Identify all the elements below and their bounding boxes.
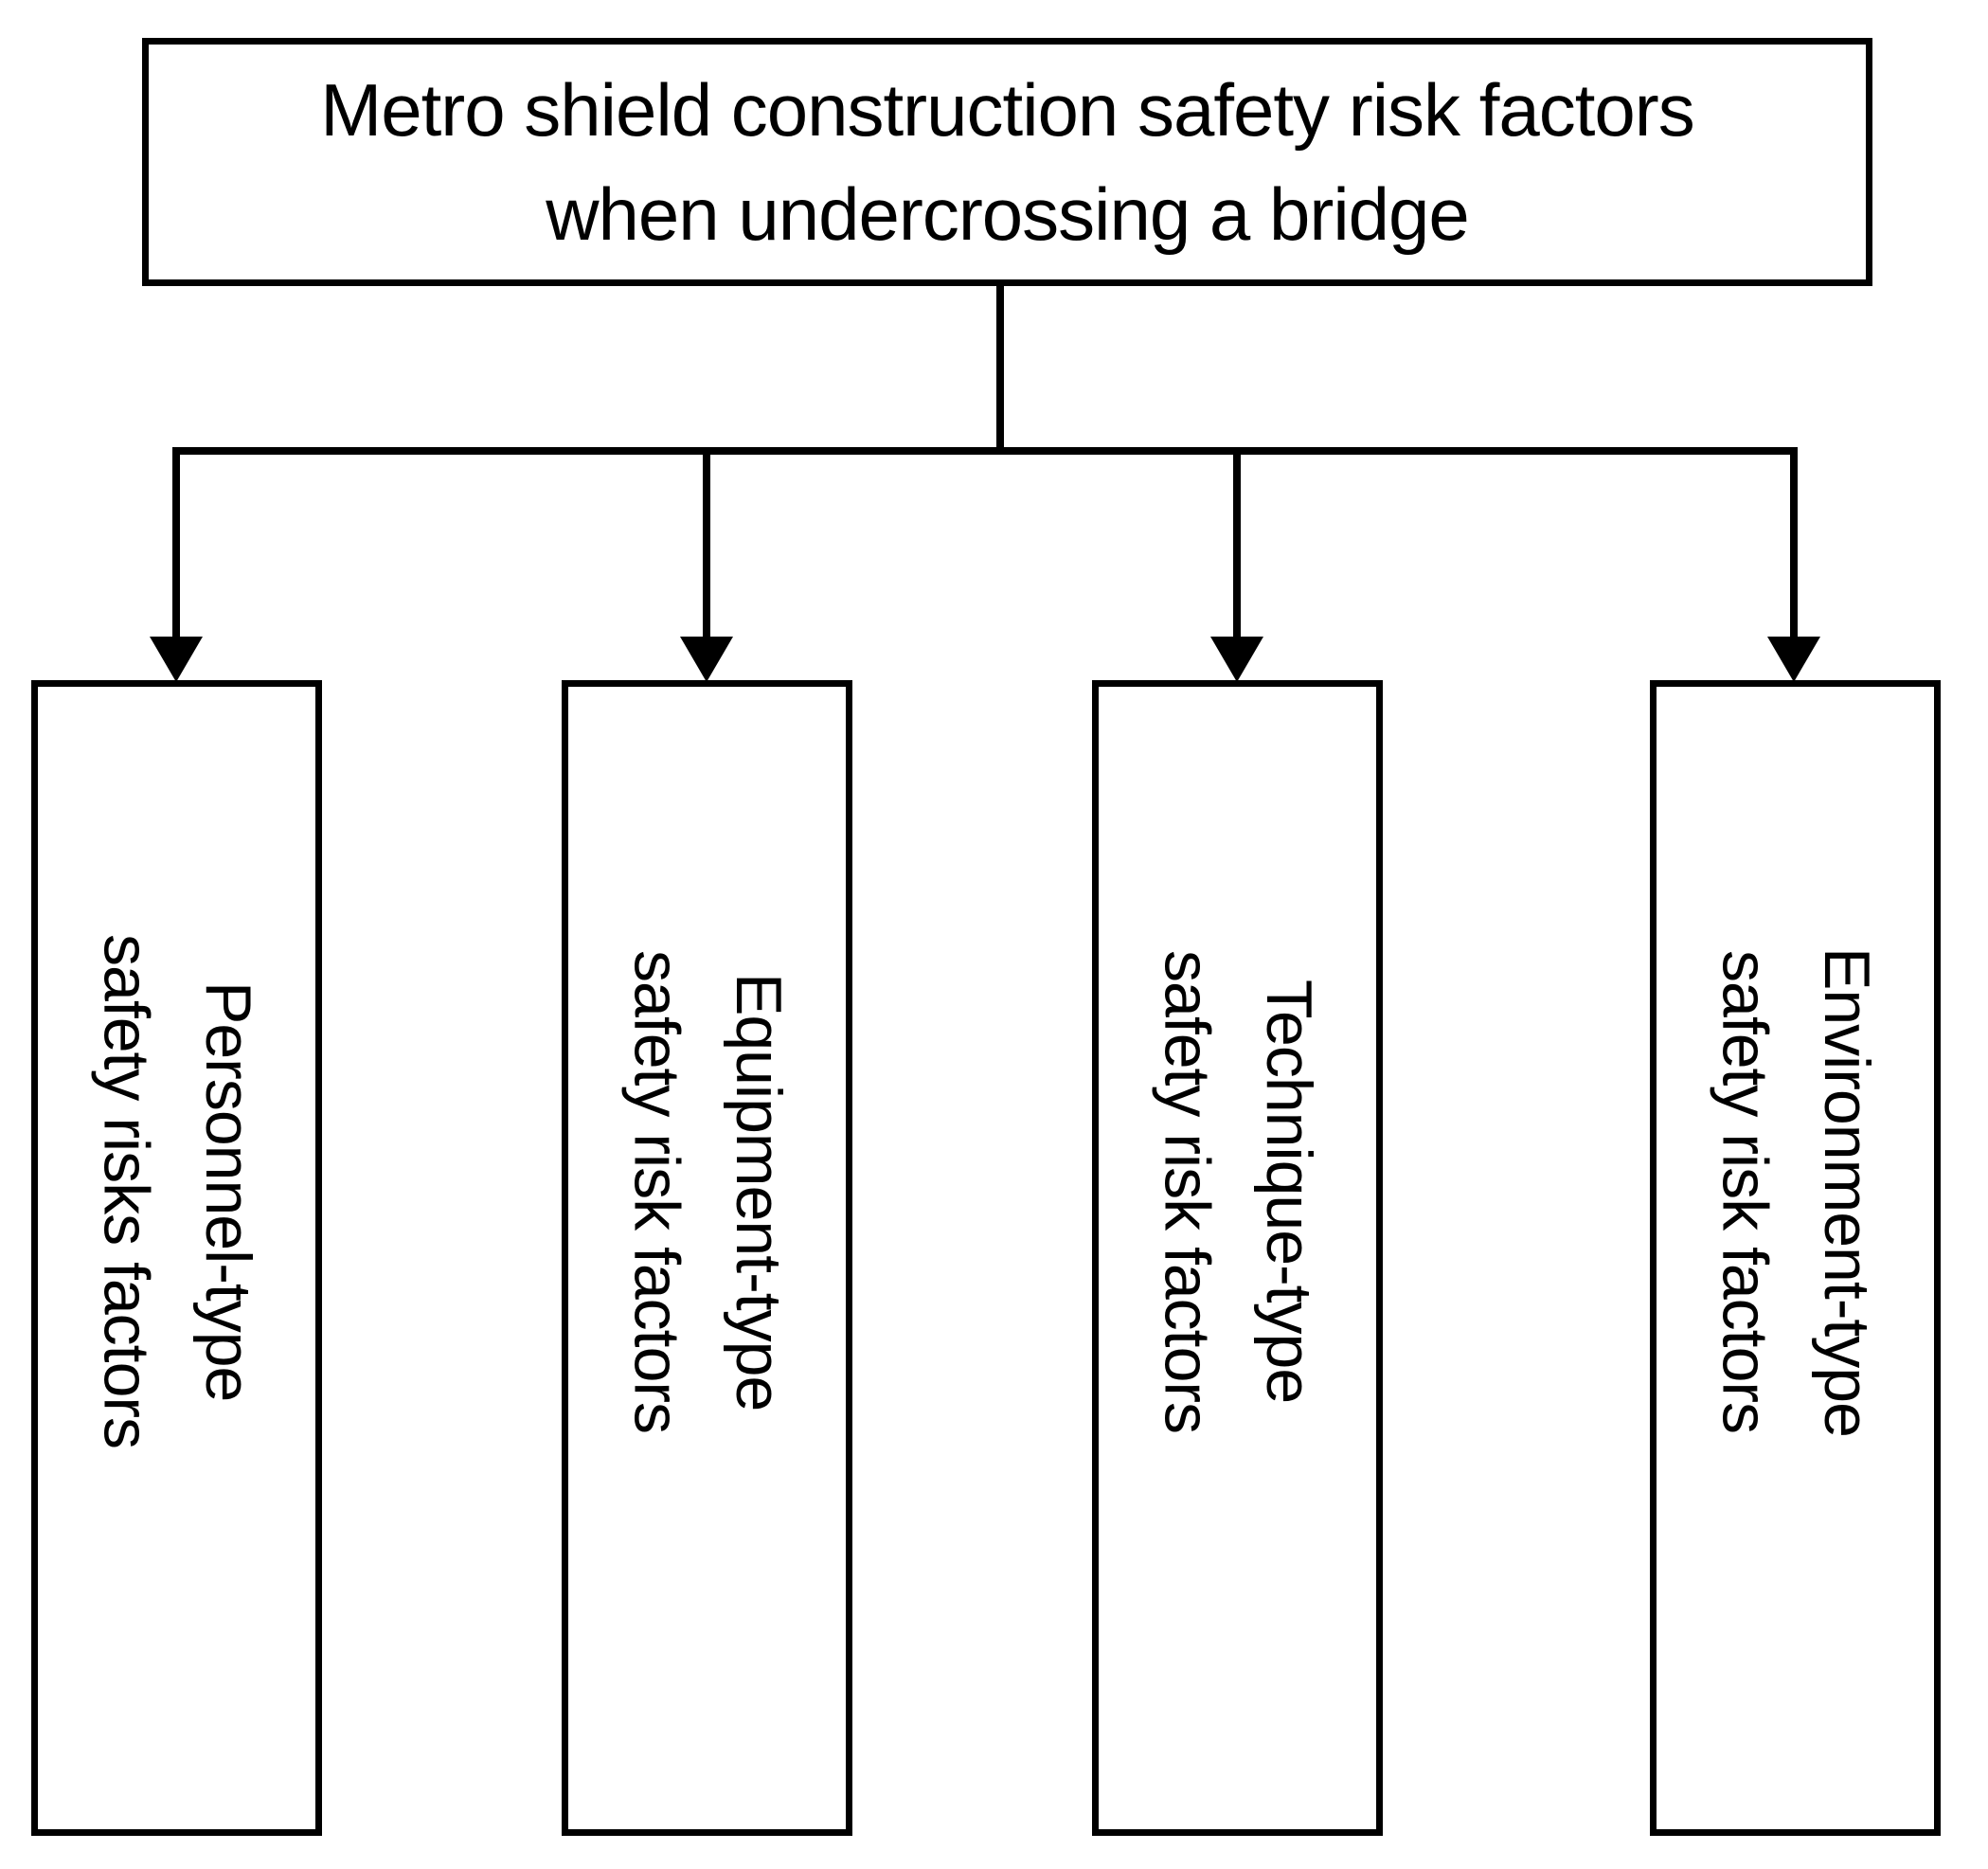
- branch-label-equipment-line-1: Equipment-type: [722, 972, 795, 1411]
- root-title-line-1: Metro shield construction safety risk fa…: [320, 68, 1695, 152]
- branch-node-personnel: Personnel-type safety risks factors: [31, 680, 322, 1836]
- branch-label-technique-line-2: safety risk factors: [1151, 949, 1224, 1434]
- branch-node-equipment: Equipment-type safety risk factors: [562, 680, 852, 1836]
- arrowhead-down-icon-technique: [1210, 637, 1263, 682]
- connector-branch-line-environment: [1790, 447, 1798, 640]
- branch-label-personnel-line-1: Personnel-type: [191, 981, 264, 1402]
- arrowhead-down-icon-equipment: [680, 637, 733, 682]
- branch-label-environment-line-1: Environment-type: [1810, 946, 1883, 1437]
- connector-stem-line: [996, 279, 1004, 455]
- connector-branch-line-technique: [1233, 447, 1241, 640]
- connector-bus-line: [172, 447, 1798, 455]
- branch-label-equipment: Equipment-type safety risk factors: [605, 950, 809, 1433]
- arrowhead-down-icon-personnel: [150, 637, 203, 682]
- branch-node-environment: Environment-type safety risk factors: [1650, 680, 1941, 1836]
- branch-label-environment: Environment-type safety risk factors: [1693, 947, 1897, 1437]
- branch-label-equipment-line-2: safety risk factors: [620, 949, 693, 1434]
- arrowhead-down-icon-environment: [1767, 637, 1820, 682]
- connector-branch-line-personnel: [172, 447, 180, 640]
- root-title-line-2: when undercrossing a bridge: [546, 172, 1470, 256]
- branch-label-environment-line-2: safety risk factors: [1709, 949, 1782, 1433]
- branch-label-personnel-line-2: safety risks factors: [90, 934, 163, 1449]
- root-node-metro-shield: Metro shield construction safety risk fa…: [142, 38, 1872, 286]
- branch-label-technique-line-1: Technique-type: [1252, 979, 1325, 1404]
- connector-branch-line-equipment: [703, 447, 710, 640]
- branch-label-personnel: Personnel-type safety risks factors: [75, 934, 278, 1448]
- branch-node-technique: Technique-type safety risk factors: [1092, 680, 1383, 1836]
- branch-label-technique: Technique-type safety risk factors: [1136, 950, 1339, 1433]
